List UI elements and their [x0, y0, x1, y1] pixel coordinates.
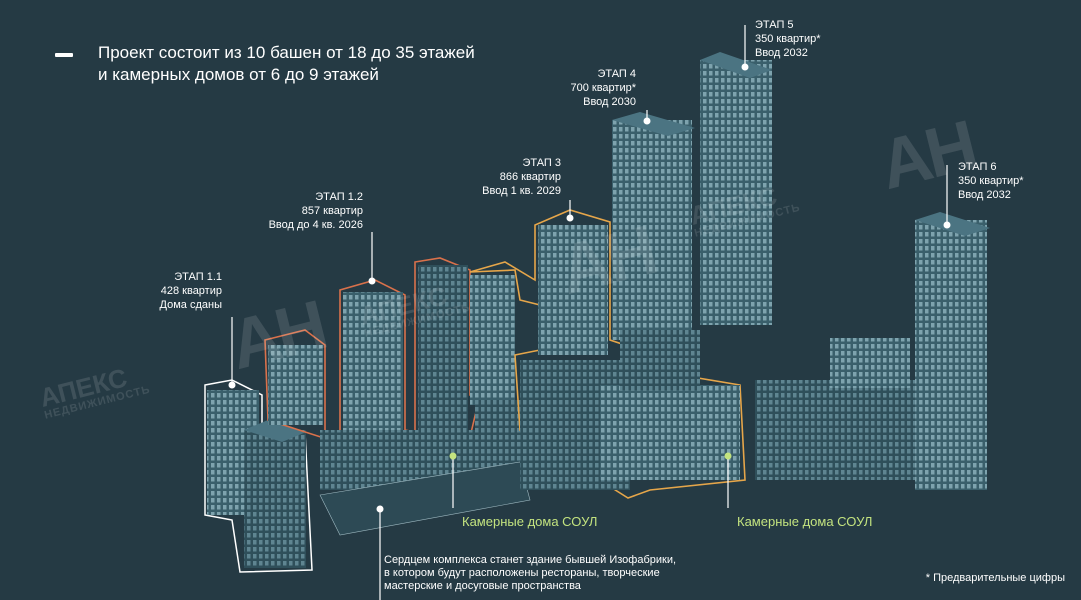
stage-1-1-label: ЭТАП 1.1 428 квартир Дома сданы: [159, 271, 222, 311]
stage-1-1-buildings: [204, 379, 313, 573]
footnote: * Предварительные цифры: [925, 572, 1065, 584]
headline-line-1: Проект состоит из 10 башен от 18 до 35 э…: [98, 43, 475, 62]
stage-5-buildings: [700, 52, 772, 325]
stage-6-label: ЭТАП 6 350 квартир* Ввод 2032: [958, 161, 1024, 201]
stage-1-2-buildings: [264, 257, 482, 442]
soul-label-left: Камерные дома СОУЛ: [462, 514, 598, 529]
stage-5-label: ЭТАП 5 350 квартир* Ввод 2032: [755, 19, 821, 59]
stage-4-buildings: [612, 112, 700, 390]
stage-6-buildings: [755, 212, 990, 490]
factory-note: Сердцем комплекса станет здание бывшей И…: [384, 554, 677, 592]
soul-label-right: Камерные дома СОУЛ: [737, 514, 873, 529]
legend-dash: [55, 53, 73, 57]
factory-buildings: [319, 275, 531, 536]
stage-1-2-label: ЭТАП 1.2 857 квартир Ввод до 4 кв. 2026: [268, 191, 363, 231]
stage-4-label: ЭТАП 4 700 квартир* Ввод 2030: [570, 68, 636, 108]
callout-lines: [231, 25, 948, 600]
stage-3-buildings: [469, 209, 746, 499]
stage-3-label: ЭТАП 3 866 квартир Ввод 1 кв. 2029: [482, 157, 561, 197]
headline-line-2: и камерных домов от 6 до 9 этажей: [98, 65, 379, 84]
callout-dots: [228, 63, 951, 513]
headline: Проект состоит из 10 башен от 18 до 35 э…: [98, 42, 475, 86]
